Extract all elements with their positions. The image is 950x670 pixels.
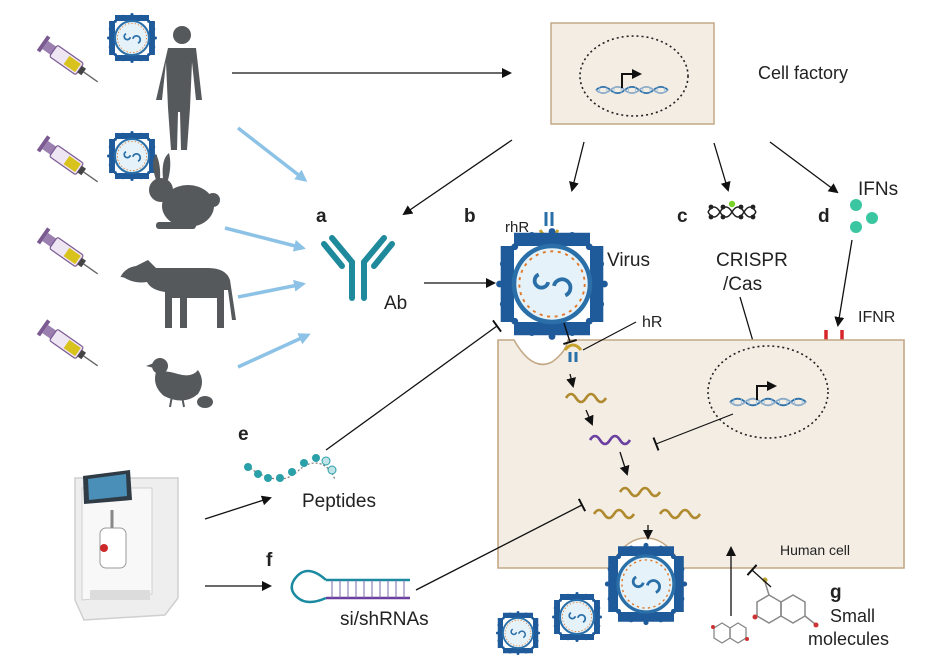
cow-silhouette-icon xyxy=(120,260,236,328)
peptide-inhibition-line xyxy=(325,319,502,451)
sirna-inhibition-line xyxy=(415,498,587,591)
machine-to-peptide-arrow xyxy=(204,495,272,520)
host-to-antibody-arrows xyxy=(224,126,311,369)
virus-icon xyxy=(552,592,602,642)
sirna-label: si/shRNAs xyxy=(340,609,429,630)
host-human-group xyxy=(36,13,202,150)
promoter-arrow-icon xyxy=(621,69,642,88)
small-molecule-inhibition-line xyxy=(746,564,772,588)
peptides-label: Peptides xyxy=(302,491,376,512)
peptide-chain-icon xyxy=(244,454,337,482)
panel-label-a: a xyxy=(316,206,327,227)
factory-output-arrows xyxy=(402,139,839,216)
chicken-silhouette-icon xyxy=(146,358,213,408)
shrna-hairpin-icon xyxy=(290,569,410,604)
ifns-label: IFNs xyxy=(858,179,898,200)
peptide-synthesizer-icon xyxy=(74,470,179,621)
host-cow-group xyxy=(36,226,236,328)
syringe-icon xyxy=(36,34,104,90)
crispr-label-line2: /Cas xyxy=(723,274,762,295)
replication-arrows xyxy=(566,373,653,540)
panel-label-g: g xyxy=(830,582,842,603)
virus-icon xyxy=(107,13,157,63)
syringe-icon xyxy=(36,134,104,190)
small-molecules-label-line2: molecules xyxy=(808,629,889,649)
virus-icon xyxy=(496,611,540,655)
panel-label-d: d xyxy=(818,206,830,227)
virus-label: Virus xyxy=(607,250,650,271)
small-molecules-label-line1: Small xyxy=(830,606,875,626)
antibody-icon xyxy=(321,235,395,301)
virus-binding-line xyxy=(563,322,577,346)
crispr-label-line1: CRISPR xyxy=(716,250,788,271)
virus-icon xyxy=(107,131,157,181)
ifn-to-receptor-arrow xyxy=(834,239,853,327)
cell-factory-label: Cell factory xyxy=(758,63,848,83)
antibody-label: Ab xyxy=(384,293,407,314)
hr-pointer-line xyxy=(582,321,637,351)
panel-label-e: e xyxy=(238,424,249,445)
human-cell xyxy=(497,339,905,569)
nucleus-inhibition-line xyxy=(652,413,734,451)
human-cell-label: Human cell xyxy=(780,542,850,558)
virus-icon xyxy=(605,543,687,625)
molecule-structure-icon xyxy=(711,622,749,644)
crispr-icon xyxy=(707,200,757,220)
human-silhouette-icon xyxy=(156,26,202,150)
panel-label-c: c xyxy=(677,206,688,227)
ifnr-label: IFNR xyxy=(858,309,895,326)
syringe-icon xyxy=(36,318,104,374)
rhr-label: rhR xyxy=(505,219,529,236)
virus-icon xyxy=(496,228,608,340)
interferon-icon xyxy=(850,199,878,233)
nucleus xyxy=(707,345,829,439)
panel-label-f: f xyxy=(266,550,273,571)
host-chicken-group xyxy=(36,318,213,408)
syringe-icon xyxy=(36,226,104,282)
hr-label: hR xyxy=(642,314,662,331)
host-rabbit-group xyxy=(36,131,220,229)
promoter-arrow-icon xyxy=(756,381,777,400)
panel-label-b: b xyxy=(464,206,476,227)
molecule-structure-icon xyxy=(752,577,819,628)
cell-factory xyxy=(550,22,715,125)
rabbit-silhouette-icon xyxy=(149,153,220,229)
